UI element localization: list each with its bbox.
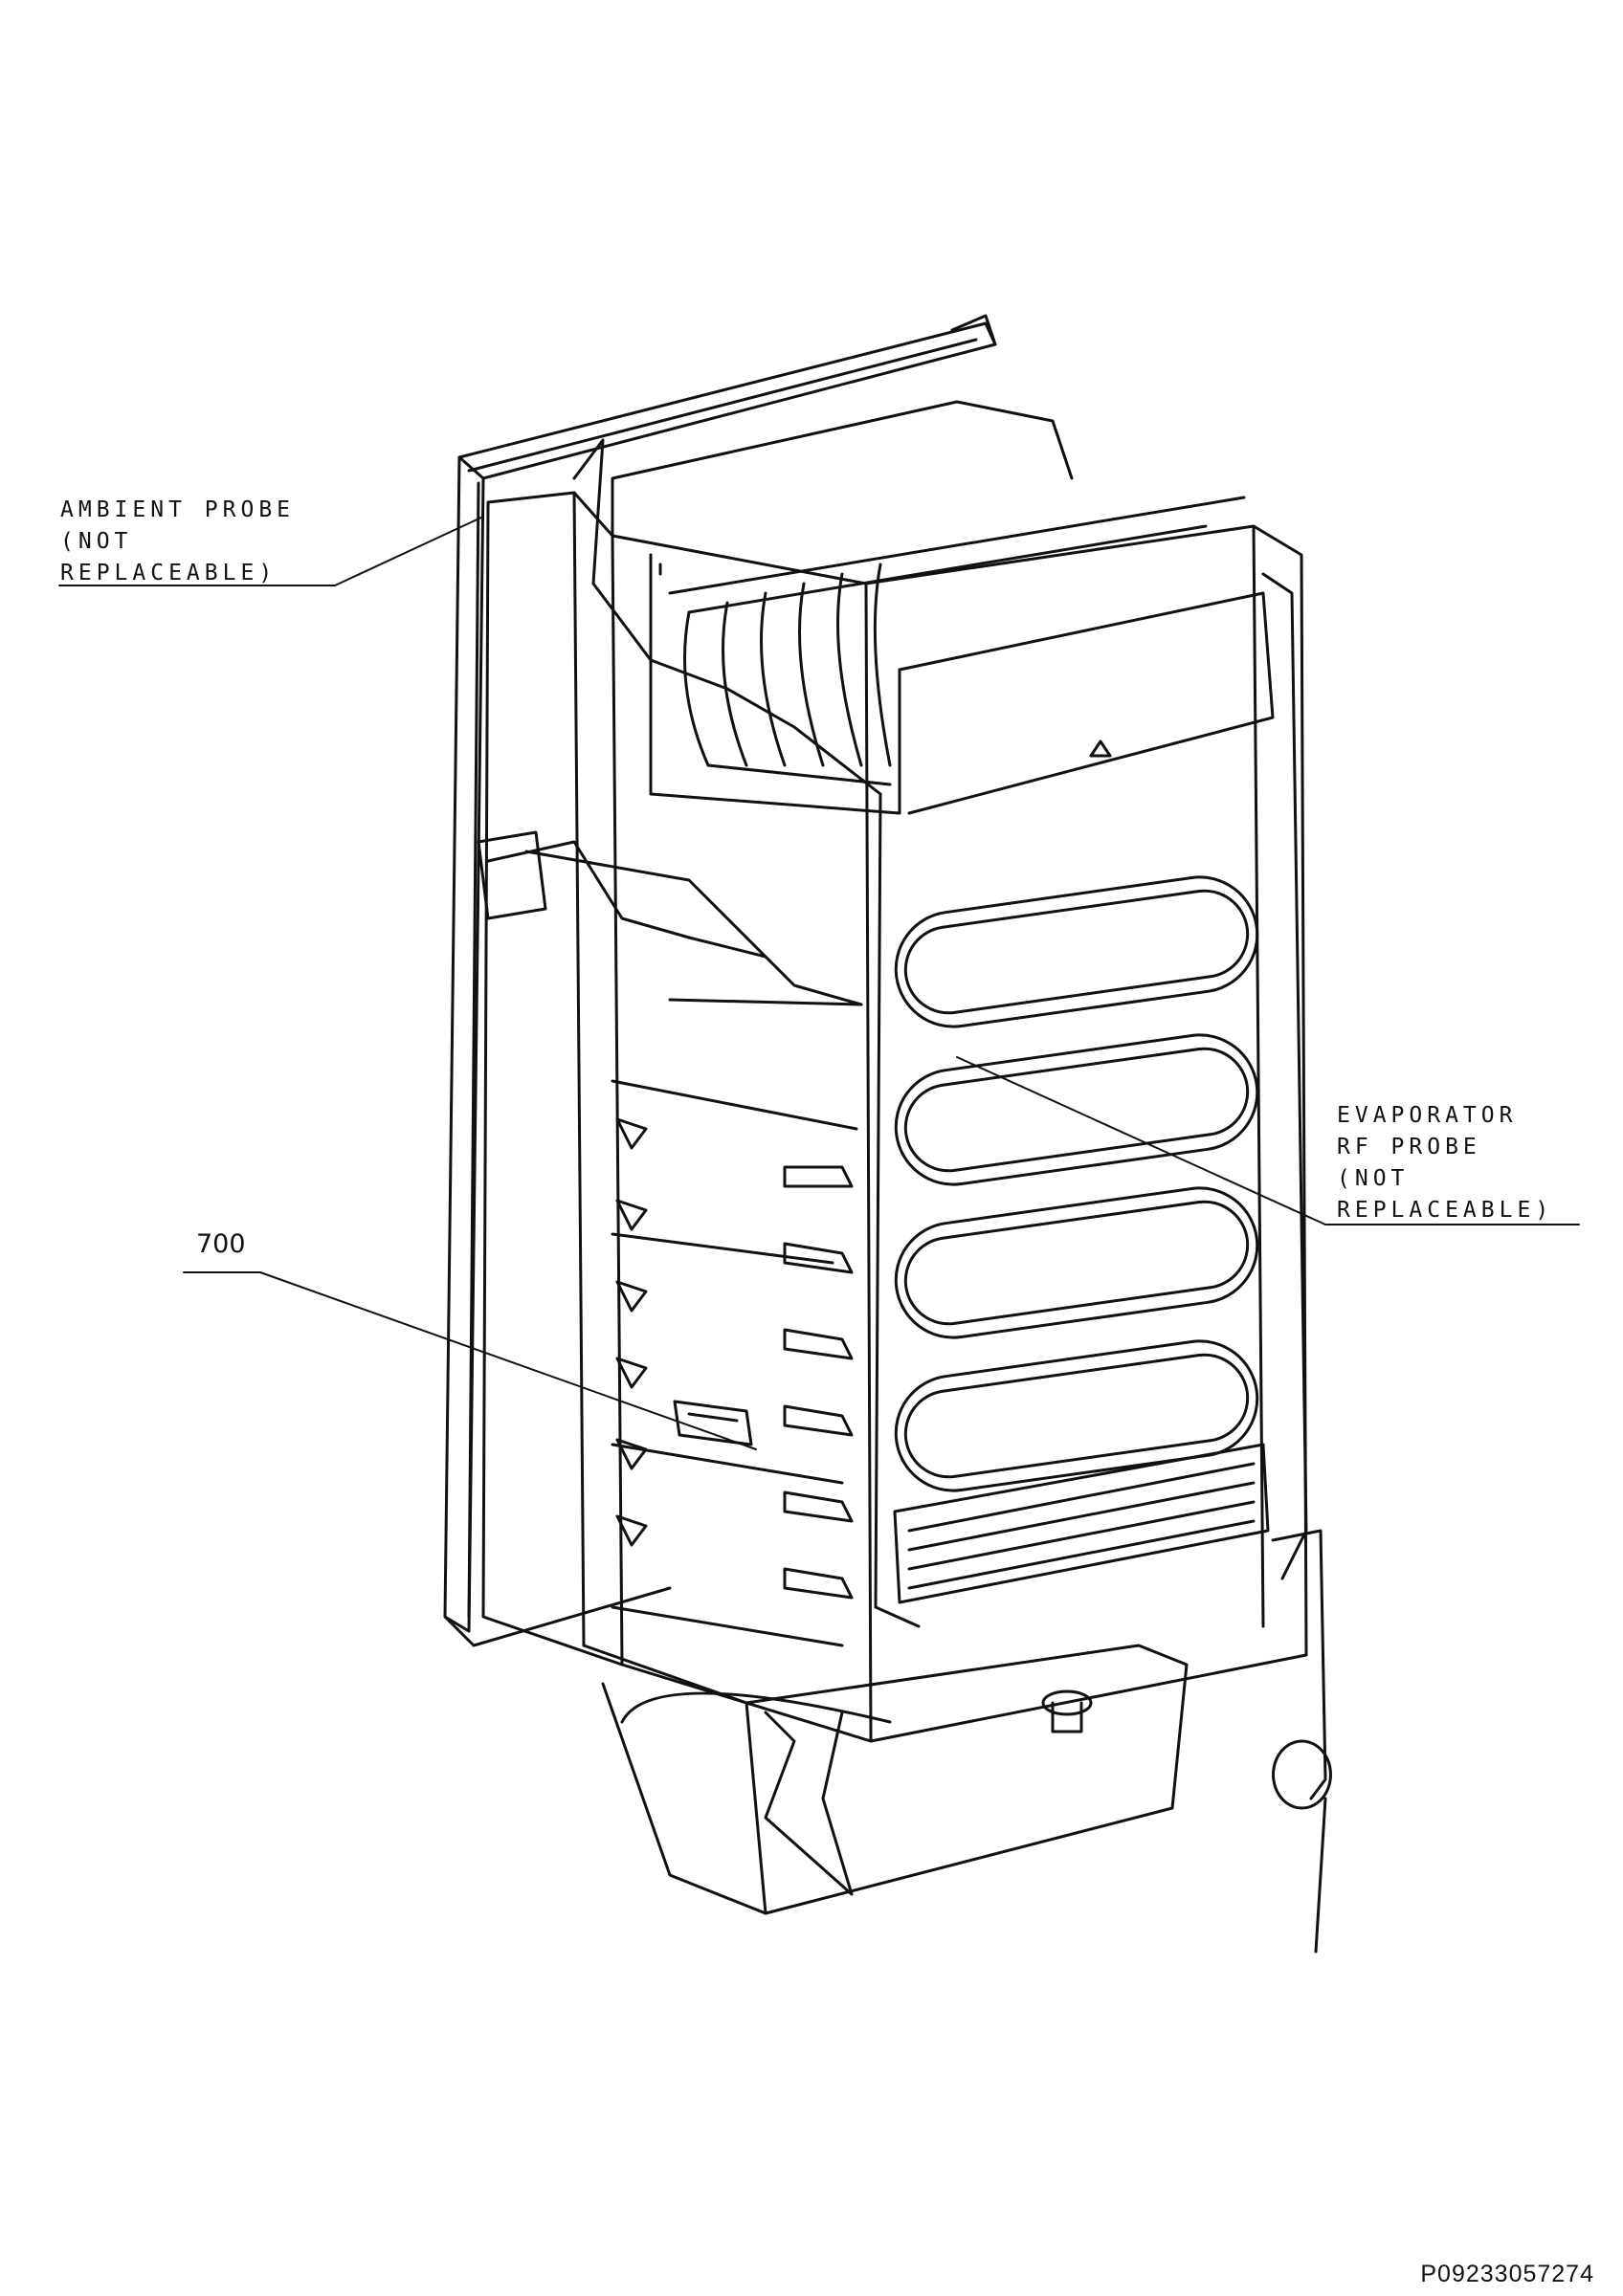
evaporator-probe-line-3: (NOT: [1337, 1166, 1410, 1191]
side-vents: [615, 1117, 854, 1600]
evaporator-probe-line-1: EVAPORATOR: [1337, 1103, 1518, 1128]
ref-700-leader: [183, 1271, 757, 1450]
evaporator-probe-leader: [956, 1056, 1580, 1225]
ambient-probe-line-3: REPLACEABLE): [60, 561, 278, 585]
evaporator-probe-line-2: RF PROBE: [1337, 1135, 1481, 1159]
evaporator-plate: [864, 524, 1308, 1743]
ambient-probe-callout: AMBIENT PROBE (NOT REPLACEABLE): [60, 495, 295, 589]
door-frame: [443, 314, 997, 1647]
part-number-label: P09233057274: [1420, 2261, 1594, 2287]
part-700-controller: [673, 1400, 753, 1446]
reference-700-label: 700: [196, 1229, 246, 1259]
leader-lines: [58, 516, 1580, 1450]
condenser-coils: [611, 400, 1275, 815]
ambient-probe-line-1: AMBIENT PROBE: [60, 497, 296, 522]
ambient-probe-leader: [58, 516, 484, 586]
evaporator-probe-callout: EVAPORATOR RF PROBE (NOT REPLACEABLE): [1337, 1100, 1553, 1226]
drip-tray: [582, 1644, 1189, 1915]
wiring-harness: [477, 438, 1332, 1954]
ambient-probe-line-2: (NOT: [60, 529, 133, 554]
evaporator-probe-line-4: REPLACEABLE): [1337, 1198, 1554, 1223]
